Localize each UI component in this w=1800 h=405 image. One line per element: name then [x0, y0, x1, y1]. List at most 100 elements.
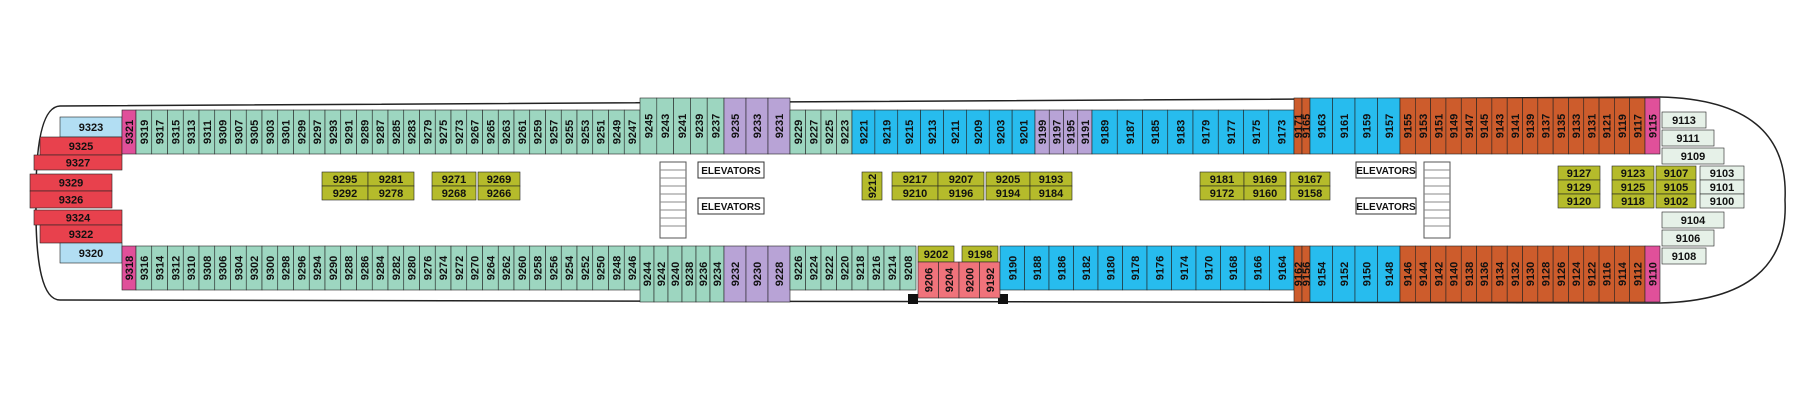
cabin-9107[interactable]: 9107 [1655, 165, 1697, 181]
cabin-9129[interactable]: 9129 [1557, 179, 1601, 195]
cabin-9300[interactable]: 9300 [261, 245, 279, 291]
cabin-9121[interactable]: 9121 [1598, 97, 1615, 155]
cabin-9144[interactable]: 9144 [1415, 245, 1431, 303]
cabin-9145[interactable]: 9145 [1476, 97, 1493, 155]
cabin-9198[interactable]: 9198 [961, 245, 999, 263]
cabin-9201[interactable]: 9201 [1011, 109, 1036, 155]
cabin-9317[interactable]: 9317 [151, 109, 168, 155]
cabin-9243[interactable]: 9243 [656, 97, 674, 155]
cabin-9209[interactable]: 9209 [966, 109, 990, 155]
cabin-9213[interactable]: 9213 [920, 109, 944, 155]
cabin-9229[interactable]: 9229 [789, 109, 806, 155]
cabin-9233[interactable]: 9233 [745, 97, 769, 155]
cabin-9253[interactable]: 9253 [576, 109, 594, 155]
cabin-9216[interactable]: 9216 [867, 245, 885, 291]
cabin-9305[interactable]: 9305 [245, 109, 263, 155]
cabin-9228[interactable]: 9228 [767, 245, 791, 303]
cabin-9185[interactable]: 9185 [1142, 109, 1169, 155]
cabin-9275[interactable]: 9275 [434, 109, 452, 155]
cabin-9110[interactable]: 9110 [1644, 245, 1661, 303]
cabin-9105[interactable]: 9105 [1655, 179, 1697, 195]
cabin-9329[interactable]: 9329 [29, 173, 113, 192]
cabin-9255[interactable]: 9255 [560, 109, 578, 155]
cabin-9240[interactable]: 9240 [667, 245, 683, 303]
cabin-9285[interactable]: 9285 [387, 109, 405, 155]
cabin-9325[interactable]: 9325 [39, 136, 123, 156]
cabin-9313[interactable]: 9313 [182, 109, 200, 155]
cabin-9226[interactable]: 9226 [789, 245, 806, 291]
cabin-9321[interactable]: 9321 [121, 109, 137, 155]
cabin-9181[interactable]: 9181 [1199, 171, 1245, 187]
cabin-9250[interactable]: 9250 [592, 245, 609, 291]
cabin-9219[interactable]: 9219 [874, 109, 899, 155]
cabin-9248[interactable]: 9248 [608, 245, 625, 291]
cabin-9308[interactable]: 9308 [198, 245, 216, 291]
cabin-9301[interactable]: 9301 [277, 109, 294, 155]
cabin-9327[interactable]: 9327 [33, 154, 123, 171]
cabin-9109[interactable]: 9109 [1661, 147, 1725, 165]
cabin-9137[interactable]: 9137 [1537, 97, 1554, 155]
cabin-9184[interactable]: 9184 [1029, 185, 1073, 201]
cabin-9223[interactable]: 9223 [836, 109, 853, 155]
cabin-9227[interactable]: 9227 [805, 109, 822, 155]
cabin-9149[interactable]: 9149 [1445, 97, 1462, 155]
cabin-9203[interactable]: 9203 [988, 109, 1013, 155]
cabin-9174[interactable]: 9174 [1171, 245, 1197, 291]
cabin-9103[interactable]: 9103 [1699, 165, 1745, 181]
cabin-9197[interactable]: 9197 [1048, 109, 1064, 155]
cabin-9262[interactable]: 9262 [497, 245, 515, 291]
cabin-9189[interactable]: 9189 [1091, 109, 1118, 155]
cabin-9205[interactable]: 9205 [985, 171, 1031, 187]
cabin-9266[interactable]: 9266 [477, 185, 521, 201]
cabin-9279[interactable]: 9279 [419, 109, 436, 155]
cabin-9283[interactable]: 9283 [403, 109, 420, 155]
cabin-9163[interactable]: 9163 [1309, 97, 1333, 155]
cabin-9236[interactable]: 9236 [695, 245, 711, 303]
cabin-9118[interactable]: 9118 [1611, 193, 1655, 209]
cabin-9119[interactable]: 9119 [1614, 97, 1630, 155]
cabin-9295[interactable]: 9295 [321, 171, 369, 187]
cabin-9106[interactable]: 9106 [1661, 229, 1715, 247]
cabin-9265[interactable]: 9265 [482, 109, 499, 155]
cabin-9104[interactable]: 9104 [1661, 211, 1725, 229]
cabin-9111[interactable]: 9111 [1661, 129, 1715, 147]
cabin-9312[interactable]: 9312 [167, 245, 184, 291]
cabin-9138[interactable]: 9138 [1460, 245, 1477, 303]
cabin-9128[interactable]: 9128 [1537, 245, 1554, 303]
cabin-9297[interactable]: 9297 [308, 109, 326, 155]
cabin-9293[interactable]: 9293 [324, 109, 342, 155]
cabin-9276[interactable]: 9276 [419, 245, 436, 291]
cabin-9299[interactable]: 9299 [293, 109, 310, 155]
cabin-9310[interactable]: 9310 [182, 245, 200, 291]
cabin-9204[interactable]: 9204 [938, 261, 960, 299]
cabin-9167[interactable]: 9167 [1289, 171, 1331, 187]
cabin-9124[interactable]: 9124 [1568, 245, 1585, 303]
cabin-9102[interactable]: 9102 [1655, 193, 1697, 209]
cabin-9192[interactable]: 9192 [979, 261, 1001, 299]
cabin-9324[interactable]: 9324 [33, 209, 123, 226]
cabin-9166[interactable]: 9166 [1244, 245, 1270, 291]
cabin-9125[interactable]: 9125 [1611, 179, 1655, 195]
cabin-9289[interactable]: 9289 [356, 109, 373, 155]
cabin-9287[interactable]: 9287 [371, 109, 389, 155]
cabin-9178[interactable]: 9178 [1122, 245, 1148, 291]
cabin-9160[interactable]: 9160 [1243, 185, 1287, 201]
cabin-9159[interactable]: 9159 [1354, 97, 1378, 155]
cabin-9108[interactable]: 9108 [1661, 247, 1707, 265]
cabin-9155[interactable]: 9155 [1399, 97, 1416, 155]
cabin-9286[interactable]: 9286 [356, 245, 373, 291]
cabin-9261[interactable]: 9261 [513, 109, 531, 155]
cabin-9323[interactable]: 9323 [59, 116, 123, 138]
cabin-9260[interactable]: 9260 [513, 245, 531, 291]
cabin-9173[interactable]: 9173 [1268, 109, 1295, 155]
cabin-9230[interactable]: 9230 [745, 245, 769, 303]
cabin-9288[interactable]: 9288 [340, 245, 357, 291]
cabin-9268[interactable]: 9268 [431, 185, 477, 201]
cabin-9168[interactable]: 9168 [1220, 245, 1246, 291]
cabin-9217[interactable]: 9217 [891, 171, 939, 187]
cabin-9127[interactable]: 9127 [1557, 165, 1601, 181]
cabin-9113[interactable]: 9113 [1661, 111, 1707, 129]
cabin-9298[interactable]: 9298 [277, 245, 294, 291]
cabin-9290[interactable]: 9290 [324, 245, 342, 291]
cabin-9153[interactable]: 9153 [1415, 97, 1431, 155]
